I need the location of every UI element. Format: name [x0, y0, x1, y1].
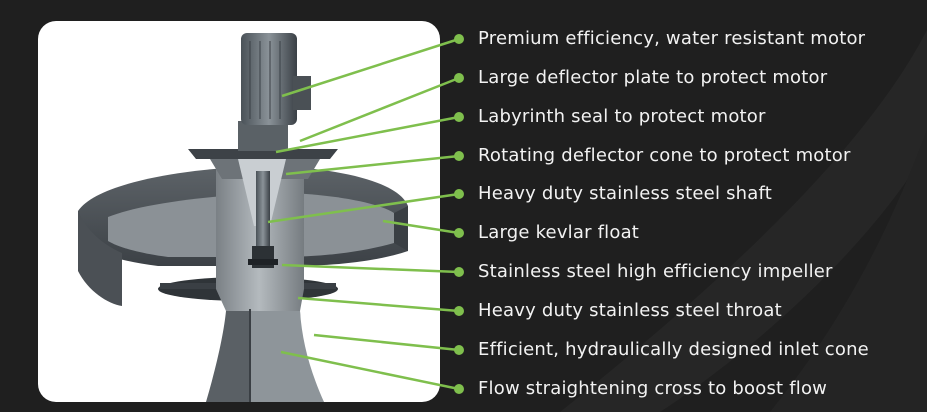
callout-label-motor: Premium efficiency, water resistant moto… — [478, 28, 866, 49]
callout-label-impeller: Stainless steel high efficiency impeller — [478, 261, 833, 282]
callout-label-deflector-cone: Rotating deflector cone to protect motor — [478, 145, 851, 166]
callout-label-kevlar-float: Large kevlar float — [478, 222, 640, 243]
callout-label-deflector-plate: Large deflector plate to protect motor — [478, 67, 828, 88]
callout-label-shaft: Heavy duty stainless steel shaft — [478, 183, 772, 204]
callout-label-labyrinth-seal: Labyrinth seal to protect motor — [478, 106, 766, 127]
aerator-cutaway-illustration — [78, 33, 408, 402]
callout-label-throat: Heavy duty stainless steel throat — [478, 300, 782, 321]
callout-label-inlet-cone: Efficient, hydraulically designed inlet … — [478, 339, 869, 360]
callout-label-flow-cross: Flow straightening cross to boost flow — [478, 378, 828, 399]
aerator-illustration-panel — [38, 21, 440, 402]
